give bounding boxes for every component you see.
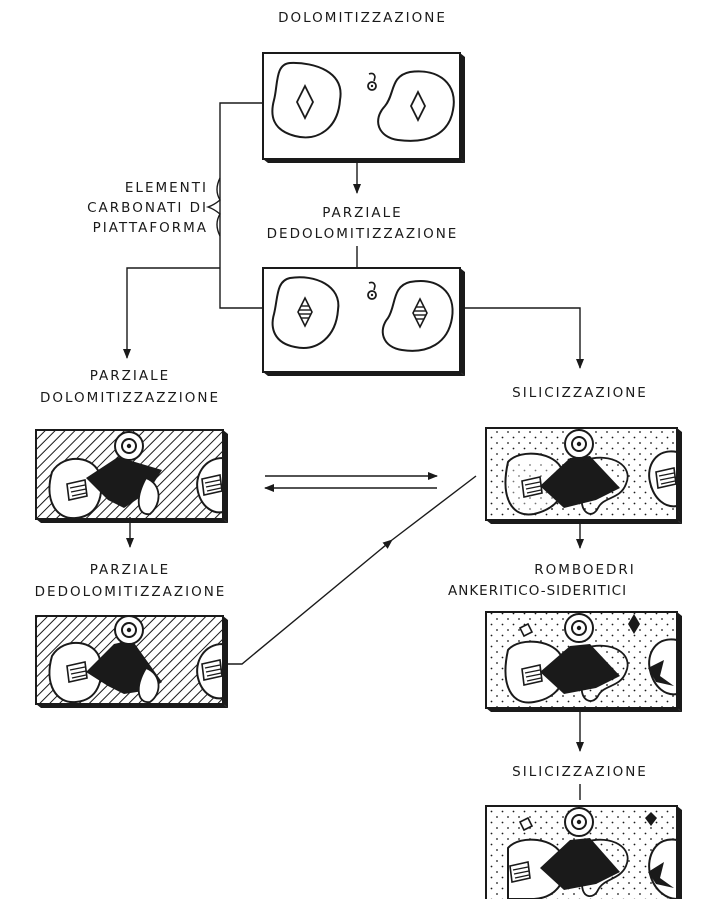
box-silicizzazione-2 [486,806,682,899]
box-romboedri [486,612,682,712]
box-silicizzazione-1 [486,428,682,524]
label-silicizzazione-1: SILICIZZAZIONE [480,383,680,404]
curly-bracket [208,178,220,236]
box-parziale-dedolomitizzazione-top [263,268,465,376]
box-parziale-dolomitizzazione-left [36,430,228,523]
label-parziale-dedolomitizzazione-top-line1: PARZIALE [255,203,470,224]
label-dolomitizzazione: DOLOMITIZZAZIONE [255,8,470,29]
label-piattaforma: PIATTAFORMA [78,218,208,239]
label-parziale-dedolomitizzazione-left-line1: PARZIALE [35,560,225,581]
label-parziale-dedolomitizzazione-left-line2: DEDOLOMITIZZAZIONE [8,582,253,603]
box-dolomitizzazione [263,53,465,163]
label-romboedri-line2: ANKERITICO-SIDERITICI [448,581,703,602]
label-carbonati-di: CARBONATI DI [78,198,208,219]
label-parziale-dolomitizzazione-line2: DOLOMITIZZAZZIONE [25,388,235,409]
label-parziale-dolomitizzazione-line1: PARZIALE [35,366,225,387]
label-parziale-dedolomitizzazione-top-line2: DEDOLOMITIZZAZIONE [255,224,470,245]
label-elementi: ELEMENTI [98,178,208,199]
label-romboedri-line1: ROMBOEDRI [490,560,680,581]
label-silicizzazione-2: SILICIZZAZIONE [480,762,680,783]
box-parziale-dedolomitizzazione-left [36,616,228,708]
